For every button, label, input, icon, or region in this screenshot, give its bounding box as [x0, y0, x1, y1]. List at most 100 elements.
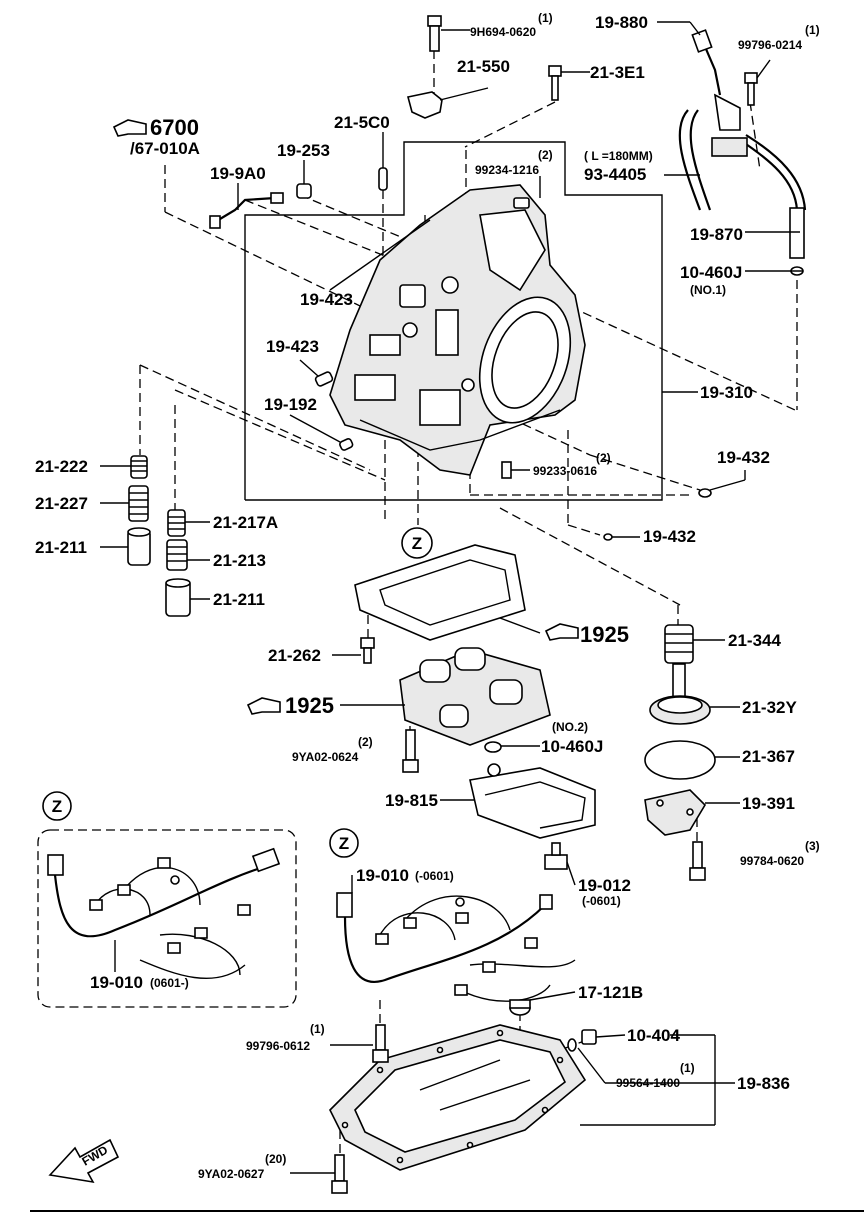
transaxle-case	[329, 184, 586, 476]
svg-text:99233-0616: 99233-0616	[533, 464, 597, 478]
solid-leader-lines	[100, 21, 803, 1174]
svg-text:(2): (2)	[596, 451, 611, 465]
separator-plate	[354, 544, 526, 641]
svg-text:(20): (20)	[265, 1152, 286, 1166]
hand-pointer-icon	[112, 119, 147, 137]
bolt-99796-0612	[372, 1024, 389, 1063]
sensor-21-550	[407, 91, 443, 119]
z-marker-3: Z	[329, 828, 359, 858]
svg-text:99784-0620: 99784-0620	[740, 854, 804, 868]
drain-plug-10-404	[567, 1029, 597, 1052]
bolt-9ya02-0624	[402, 729, 419, 773]
svg-text:(1): (1)	[538, 11, 553, 25]
svg-text:19-010: 19-010	[90, 973, 143, 992]
svg-text:(-0601): (-0601)	[415, 869, 454, 883]
oring-10-460j-2	[484, 741, 502, 753]
z-marker-1: Z	[401, 527, 433, 559]
svg-text:19-391: 19-391	[742, 794, 795, 813]
svg-text:9H694-0620: 9H694-0620	[470, 25, 536, 39]
fwd-arrow-icon: FWD	[48, 1138, 120, 1184]
svg-text:(1): (1)	[680, 1061, 695, 1075]
bolt-9ya02-0627	[331, 1154, 348, 1194]
cover-19-391	[644, 789, 707, 836]
svg-text:10-460J: 10-460J	[541, 737, 603, 756]
pin-99234	[513, 197, 530, 209]
ref-1925-b: 1925	[285, 693, 334, 718]
pin-21-5c0	[378, 167, 388, 191]
svg-text:(NO.2): (NO.2)	[552, 720, 588, 734]
piston-21-32y	[649, 663, 711, 725]
oil-strainer-19-815	[469, 763, 596, 839]
oring-19-432	[603, 488, 712, 541]
svg-text:19-432: 19-432	[643, 527, 696, 546]
svg-text:(2): (2)	[358, 735, 373, 749]
svg-text:21-222: 21-222	[35, 457, 88, 476]
svg-text:(-0601): (-0601)	[582, 894, 621, 908]
bolt-21-262	[360, 637, 375, 664]
plug-19-423-lower	[314, 371, 334, 387]
svg-text:21-367: 21-367	[742, 747, 795, 766]
ref-1925-a: 1925	[580, 622, 629, 647]
svg-text:21-211: 21-211	[35, 538, 87, 557]
plug-19-192	[339, 438, 354, 451]
svg-text:19-9A0: 19-9A0	[210, 164, 266, 183]
hand-pointer-icon	[246, 697, 281, 715]
sensor-19-012	[544, 842, 568, 870]
svg-text:21-344: 21-344	[728, 631, 781, 650]
svg-text:(1): (1)	[805, 23, 820, 37]
svg-text:Z: Z	[52, 797, 62, 816]
svg-text:19-815: 19-815	[385, 791, 438, 810]
svg-text:19-253: 19-253	[277, 141, 330, 160]
spring-21-217a	[167, 509, 186, 537]
svg-text:19-836: 19-836	[737, 1074, 790, 1093]
labels: 6700 /67-010A 1925 1925 (1) 9H694-0620 2…	[35, 11, 820, 1181]
svg-text:19-010: 19-010	[356, 866, 409, 885]
case-group-frame	[244, 141, 663, 501]
svg-text:19-423: 19-423	[300, 290, 353, 309]
svg-text:99796-0214: 99796-0214	[738, 38, 802, 52]
oring-21-367	[644, 740, 716, 780]
svg-text:99564-1400: 99564-1400	[616, 1076, 680, 1090]
z-marker-2: Z	[42, 791, 72, 821]
spring-21-227	[128, 485, 149, 522]
svg-text:17-121B: 17-121B	[578, 983, 643, 1002]
svg-text:21-227: 21-227	[35, 494, 88, 513]
spring-21-213	[166, 539, 188, 571]
svg-text:(1): (1)	[310, 1022, 325, 1036]
svg-text:21-5C0: 21-5C0	[334, 113, 390, 132]
svg-text:19-012: 19-012	[578, 876, 631, 895]
pin-99233	[501, 461, 512, 479]
svg-text:19-423: 19-423	[266, 337, 319, 356]
pipe-19-9a0	[209, 192, 284, 229]
svg-text:19-432: 19-432	[717, 448, 770, 467]
piston-21-211-b	[165, 578, 191, 617]
svg-text:21-217A: 21-217A	[213, 513, 278, 532]
svg-text:93-4405: 93-4405	[584, 165, 646, 184]
svg-text:Z: Z	[412, 534, 422, 553]
svg-text:10-460J: 10-460J	[680, 263, 742, 282]
svg-text:9YA02-0624: 9YA02-0624	[292, 750, 359, 764]
plug-19-253	[296, 183, 312, 199]
svg-text:99234-1216: 99234-1216	[475, 163, 539, 177]
svg-text:10-404: 10-404	[627, 1026, 680, 1045]
svg-text:( L =180MM): ( L =180MM)	[584, 149, 653, 163]
svg-text:21-211: 21-211	[213, 590, 265, 609]
bolt-21-3e1	[548, 65, 562, 101]
harness-box	[37, 829, 297, 1008]
svg-text:(NO.1): (NO.1)	[690, 283, 726, 297]
svg-text:19-870: 19-870	[690, 225, 743, 244]
svg-text:99796-0612: 99796-0612	[246, 1039, 310, 1053]
harness-0601	[336, 892, 576, 1002]
svg-text:(0601-): (0601-)	[150, 976, 189, 990]
svg-text:19-310: 19-310	[700, 383, 753, 402]
svg-text:19-880: 19-880	[595, 13, 648, 32]
svg-text:(3): (3)	[805, 839, 820, 853]
svg-text:19-192: 19-192	[264, 395, 317, 414]
ref-67-010a: /67-010A	[130, 139, 200, 158]
ref-6700: 6700	[150, 115, 199, 140]
spring-21-344	[664, 624, 694, 664]
svg-text:(2): (2)	[538, 148, 553, 162]
spring-21-222	[130, 455, 148, 479]
